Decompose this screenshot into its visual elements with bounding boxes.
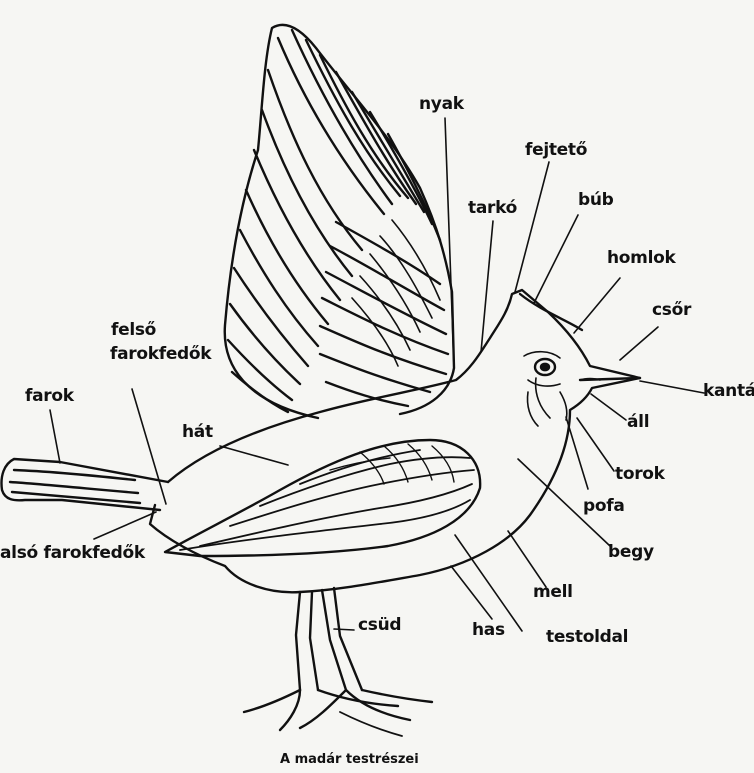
label-hat: hát: [182, 424, 213, 441]
label-nyak: nyak: [419, 96, 464, 113]
label-also-farokfedok: alsó farokfedők: [0, 545, 145, 562]
label-fejteto: fejtető: [525, 142, 587, 159]
raised-wing: [225, 25, 454, 418]
label-begy: begy: [608, 544, 654, 561]
label-has: has: [472, 622, 505, 639]
label-bub: búb: [578, 192, 614, 209]
label-mell: mell: [533, 584, 573, 601]
label-pofa: pofa: [583, 498, 625, 515]
label-felso-2: farokfedők: [110, 346, 211, 363]
label-farok: farok: [25, 388, 74, 405]
label-csor: csőr: [652, 302, 691, 319]
legs: [244, 588, 432, 736]
folded-wing: [165, 440, 480, 556]
label-tarko: tarkó: [468, 200, 517, 217]
label-all: áll: [627, 414, 649, 431]
label-kantar: kantár: [703, 383, 754, 400]
tail: [2, 459, 169, 510]
label-testoldal: testoldal: [546, 629, 628, 646]
label-homlok: homlok: [607, 250, 676, 267]
label-torok: torok: [615, 466, 665, 483]
label-felso-1: felső: [111, 322, 156, 339]
label-csud: csüd: [358, 617, 401, 634]
body: [150, 290, 640, 592]
caption: A madár testrészei: [280, 753, 419, 766]
